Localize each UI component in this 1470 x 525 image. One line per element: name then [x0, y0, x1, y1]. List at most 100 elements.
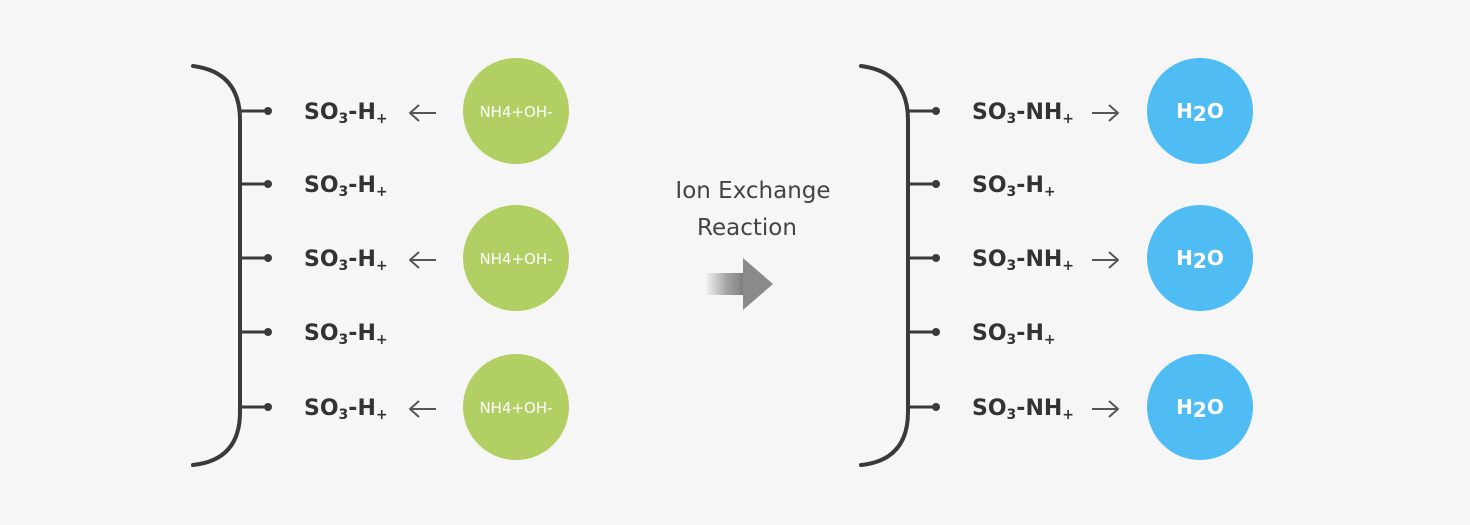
formula-group: SO — [304, 100, 339, 125]
formula-label: SO3-NH+ — [972, 100, 1074, 127]
formula-ion-charge: + — [376, 111, 388, 127]
formula-ion: NH — [1025, 396, 1062, 421]
formula-ion: H — [1025, 321, 1043, 346]
formula-separator: - — [1016, 173, 1025, 198]
formula-ion-charge: + — [1062, 407, 1074, 423]
product-circle: H2O — [1147, 205, 1253, 311]
left-row: SO3-H+ — [241, 321, 388, 348]
product-subscript: 2 — [1193, 102, 1207, 126]
bond-dot — [932, 107, 940, 115]
formula-separator: - — [348, 321, 357, 346]
formula-ion: H — [357, 396, 375, 421]
right-row: SO3-NH+ H2O — [909, 354, 1253, 460]
formula-group: SO — [304, 321, 339, 346]
formula-separator: - — [1016, 247, 1025, 272]
product-label: H2O — [1176, 246, 1224, 273]
formula-group: SO — [972, 100, 1007, 125]
formula-subscript: 3 — [1007, 111, 1017, 127]
reaction-label-line1: Ion Exchange — [675, 178, 830, 204]
product-symbol: H — [1176, 246, 1193, 270]
right-row: SO3-NH+ H2O — [909, 205, 1253, 311]
bond-dot — [932, 328, 940, 336]
formula-label: SO3-NH+ — [972, 247, 1074, 274]
arrow-right-icon — [1092, 251, 1119, 269]
formula-subscript: 3 — [339, 258, 349, 274]
right-bracket — [859, 64, 910, 467]
product-label: H2O — [1176, 395, 1224, 422]
formula-label: SO3-H+ — [972, 173, 1056, 200]
bond-dot — [932, 254, 940, 262]
product-symbol-tail: O — [1207, 99, 1224, 123]
formula-ion-charge: + — [1044, 184, 1056, 200]
bond-dot — [264, 403, 272, 411]
formula-separator: - — [348, 173, 357, 198]
formula-subscript: 3 — [1007, 407, 1017, 423]
product-label: H2O — [1176, 99, 1224, 126]
bond-dot — [932, 180, 940, 188]
formula-separator: - — [1016, 321, 1025, 346]
formula-label: SO3-NH+ — [972, 396, 1074, 423]
formula-group: SO — [972, 247, 1007, 272]
formula-ion-charge: + — [1044, 332, 1056, 348]
formula-subscript: 3 — [339, 184, 349, 200]
formula-group: SO — [972, 396, 1007, 421]
right-row: SO3-H+ — [909, 321, 1056, 348]
right-panel: SO3-NH+H2OSO3-H+SO3-NH+H2OSO3-H+SO3-NH+H… — [859, 58, 1253, 467]
formula-ion: H — [357, 173, 375, 198]
formula-separator: - — [348, 396, 357, 421]
bond-dot — [264, 328, 272, 336]
product-subscript: 2 — [1193, 249, 1207, 273]
formula-subscript: 3 — [339, 332, 349, 348]
formula-ion: NH — [1025, 247, 1062, 272]
formula-subscript: 3 — [1007, 332, 1017, 348]
arrow-left-icon — [409, 251, 436, 269]
bond-dot — [264, 107, 272, 115]
formula-ion-charge: + — [1062, 258, 1074, 274]
formula-subscript: 3 — [339, 407, 349, 423]
formula-subscript: 3 — [1007, 184, 1017, 200]
bond-dot — [264, 180, 272, 188]
formula-ion: H — [357, 321, 375, 346]
reaction-label-line2: Reaction — [697, 215, 797, 241]
reaction-arrow-icon — [705, 258, 773, 310]
reactant-circle: NH4+OH- — [463, 205, 569, 311]
formula-label: SO3-H+ — [304, 396, 388, 423]
formula-label: SO3-H+ — [972, 321, 1056, 348]
formula-separator: - — [348, 247, 357, 272]
right-row: SO3-H+ — [909, 173, 1056, 200]
formula-label: SO3-H+ — [304, 321, 388, 348]
product-subscript: 2 — [1193, 398, 1207, 422]
formula-ion: H — [357, 100, 375, 125]
formula-separator: - — [348, 100, 357, 125]
formula-label: SO3-H+ — [304, 247, 388, 274]
bond-dot — [264, 254, 272, 262]
product-symbol-tail: O — [1207, 246, 1224, 270]
formula-group: SO — [304, 396, 339, 421]
formula-group: SO — [304, 247, 339, 272]
reactant-circle: NH4+OH- — [463, 354, 569, 460]
reactant-label: NH4+OH- — [479, 103, 552, 121]
product-circle: H2O — [1147, 58, 1253, 164]
arrow-right-icon — [1092, 400, 1119, 418]
left-row: SO3-H+ NH4+OH- — [241, 354, 569, 460]
formula-subscript: 3 — [1007, 258, 1017, 274]
formula-ion-charge: + — [376, 184, 388, 200]
left-bracket — [191, 64, 242, 467]
arrow-right-icon — [1092, 104, 1119, 122]
formula-group: SO — [972, 173, 1007, 198]
product-symbol: H — [1176, 395, 1193, 419]
right-row: SO3-NH+ H2O — [909, 58, 1253, 164]
formula-label: SO3-H+ — [304, 173, 388, 200]
reactant-label: NH4+OH- — [479, 250, 552, 268]
reaction-center: Ion Exchange Reaction — [675, 178, 831, 310]
formula-separator: - — [1016, 100, 1025, 125]
formula-label: SO3-H+ — [304, 100, 388, 127]
formula-ion: NH — [1025, 100, 1062, 125]
formula-ion-charge: + — [376, 407, 388, 423]
formula-ion: H — [1025, 173, 1043, 198]
formula-subscript: 3 — [339, 111, 349, 127]
reactant-label: NH4+OH- — [479, 399, 552, 417]
formula-ion-charge: + — [1062, 111, 1074, 127]
arrow-left-icon — [409, 400, 436, 418]
